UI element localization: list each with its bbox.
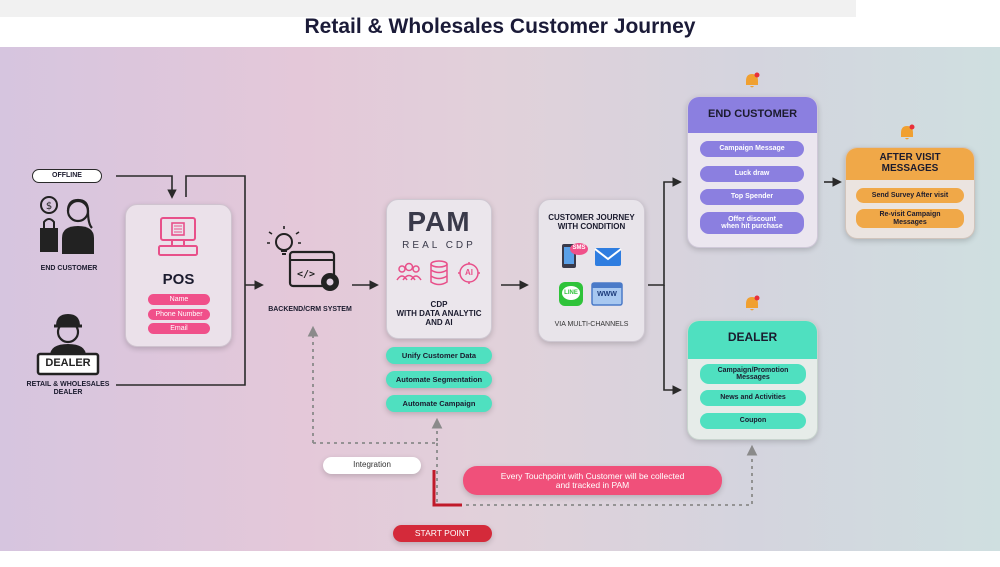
journey-title: CUSTOMER JOURNEY WITH CONDITION — [548, 213, 635, 231]
pos-field-email: Email — [148, 323, 210, 334]
end-customer-label: END CUSTOMER — [40, 265, 98, 272]
ec-top-spender: Top Spender — [700, 189, 804, 205]
line-app-icon: LINE — [558, 281, 584, 307]
sms-text: SMS — [572, 245, 586, 251]
ec-campaign-message: Campaign Message — [700, 141, 804, 157]
people-icon — [396, 262, 422, 284]
offline-badge: OFFLINE — [32, 169, 102, 183]
pos-terminal-icon — [157, 217, 199, 257]
pos-title: POS — [162, 271, 195, 288]
backend-label: BACKEND/CRM SYSTEM — [268, 306, 352, 313]
ec-offer-discount: Offer discount when hit purchase — [700, 212, 804, 234]
email-icon — [594, 246, 622, 268]
ai-text: AI — [465, 268, 473, 277]
cdp-description: CDP WITH DATA ANALYTIC AND AI — [396, 300, 482, 327]
end-customer-title: END CUSTOMER — [707, 108, 798, 120]
line-text: LINE — [564, 290, 578, 296]
integration-badge: Integration — [323, 457, 421, 474]
database-icon — [429, 260, 449, 286]
bell-icon — [743, 295, 761, 313]
multi-channel-label: VIA MULTI-CHANNELS — [554, 321, 629, 328]
feature-unify: Unify Customer Data — [386, 347, 492, 364]
page-title: Retail & Wholesales Customer Journey — [304, 15, 696, 38]
feature-campaign: Automate Campaign — [386, 395, 492, 412]
dealer-icon: DEALER — [36, 310, 100, 376]
bell-icon — [898, 124, 916, 142]
journey-card — [538, 199, 645, 342]
dealer-coupon: Coupon — [700, 413, 806, 429]
av-send-survey: Send Survey After visit — [856, 188, 964, 203]
pos-field-name: Name — [148, 294, 210, 305]
pos-field-phone: Phone Number — [148, 309, 210, 320]
svg-text:$: $ — [46, 201, 52, 212]
backend-crm-icon: </> — [266, 226, 348, 298]
av-revisit-campaign: Re-visit Campaign Messages — [856, 209, 964, 228]
dealer-title: DEALER — [727, 330, 778, 344]
dealer-news-activities: News and Activities — [700, 390, 806, 406]
dealer-label: RETAIL & WHOLESALES DEALER — [26, 381, 110, 396]
real-cdp-text: REAL CDP — [402, 240, 476, 251]
www-text: WWW — [597, 291, 617, 298]
cdp-card — [386, 199, 492, 339]
dealer-sign-text: DEALER — [45, 357, 91, 369]
dealer-campaign-promotion: Campaign/Promotion Messages — [700, 364, 806, 384]
ai-brain-icon: AI — [456, 261, 482, 285]
svg-text:</>: </> — [297, 269, 315, 280]
ec-luck-draw: Luck draw — [700, 166, 804, 182]
after-visit-title: AFTER VISIT MESSAGES — [879, 152, 941, 174]
sms-icon: SMS — [560, 240, 588, 270]
pam-logo: PAM — [407, 206, 471, 237]
feature-segmentation: Automate Segmentation — [386, 371, 492, 388]
website-icon: WWW — [591, 282, 623, 306]
top-strip — [0, 0, 856, 17]
end-customer-icon: $ — [38, 194, 98, 256]
bell-icon — [743, 72, 761, 90]
touchpoint-banner: Every Touchpoint with Customer will be c… — [463, 466, 722, 495]
start-point-badge: START POINT — [393, 525, 492, 542]
